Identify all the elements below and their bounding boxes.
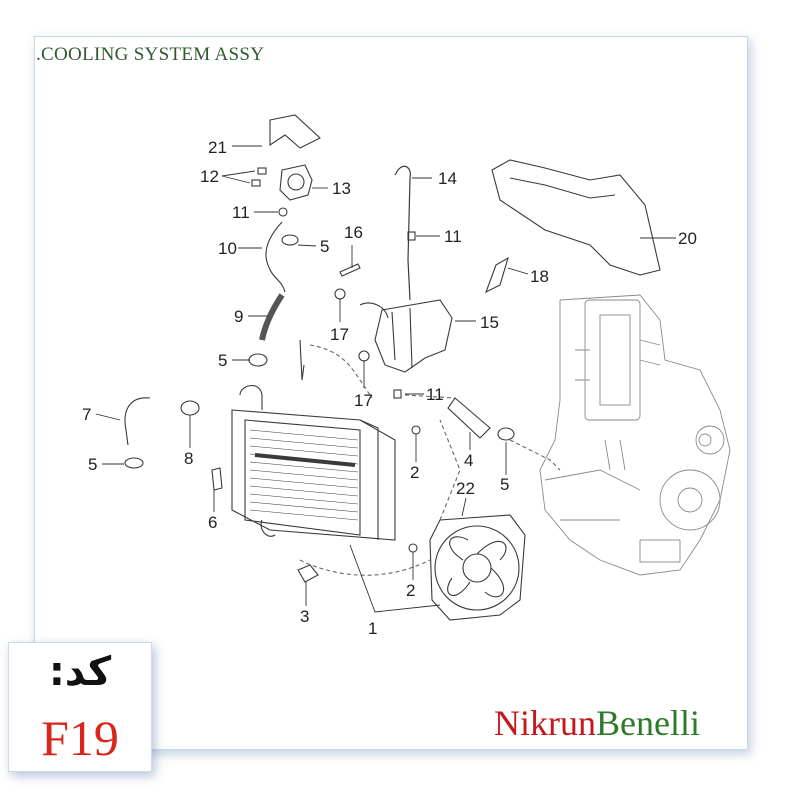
callout-17a: 17: [330, 325, 349, 344]
callout-3: 3: [300, 607, 309, 626]
fan-drawing: [429, 514, 526, 621]
callout-13: 13: [332, 179, 351, 198]
callout-20: 20: [678, 229, 697, 248]
callout-12: 12: [200, 167, 219, 186]
callout-11c: 11: [426, 385, 444, 404]
callout-11a: 11: [232, 203, 250, 222]
cap-housing-drawing: [279, 164, 313, 201]
hose-9: [259, 293, 285, 341]
hose-14: [394, 165, 411, 301]
callout-5a: 5: [320, 237, 329, 256]
callout-11b: 11: [444, 227, 462, 246]
callout-14: 14: [438, 169, 457, 188]
callout-9: 9: [234, 307, 243, 326]
diagram-frame: [34, 36, 748, 750]
brand-part2: Benelli: [596, 703, 700, 743]
callout-15: 15: [480, 313, 499, 332]
hose-7: [124, 397, 151, 446]
engine-drawing: [539, 294, 731, 576]
callout-22: 22: [456, 479, 475, 498]
page-title: .COOLING SYSTEM ASSY: [36, 44, 265, 65]
callout-17b: 17: [354, 391, 373, 410]
guard-drawing: [269, 114, 321, 149]
pipe-overflow: [299, 339, 305, 381]
callout-2b: 2: [406, 581, 415, 600]
code-label: کد:: [48, 649, 112, 695]
radiator-drawing: [231, 385, 396, 541]
brand-watermark: NikrunBenelli: [494, 702, 700, 744]
code-value: F19: [41, 710, 119, 766]
callout-1: 1: [368, 619, 377, 638]
callout-labels: 21 12 13 11 10 5 16 14 11 20 18 9 17 15 …: [82, 138, 697, 638]
callout-5b: 5: [218, 351, 227, 370]
callout-5d: 5: [88, 455, 97, 474]
hose-10: [265, 221, 286, 293]
callout-5c: 5: [500, 475, 509, 494]
reservoir-tank-drawing: [359, 299, 453, 373]
bracket-drawing: [491, 159, 661, 276]
callout-21: 21: [208, 138, 227, 157]
callout-18: 18: [530, 267, 549, 286]
callout-16: 16: [344, 223, 363, 242]
callout-7: 7: [82, 405, 91, 424]
callout-10: 10: [218, 239, 237, 258]
callout-2a: 2: [410, 463, 419, 482]
brand-part1: Nikrun: [494, 703, 596, 743]
callout-8: 8: [184, 449, 193, 468]
code-box: کد: F19: [8, 642, 152, 772]
callout-4: 4: [464, 451, 473, 470]
callout-6: 6: [208, 513, 217, 532]
hose-4: [447, 397, 491, 439]
